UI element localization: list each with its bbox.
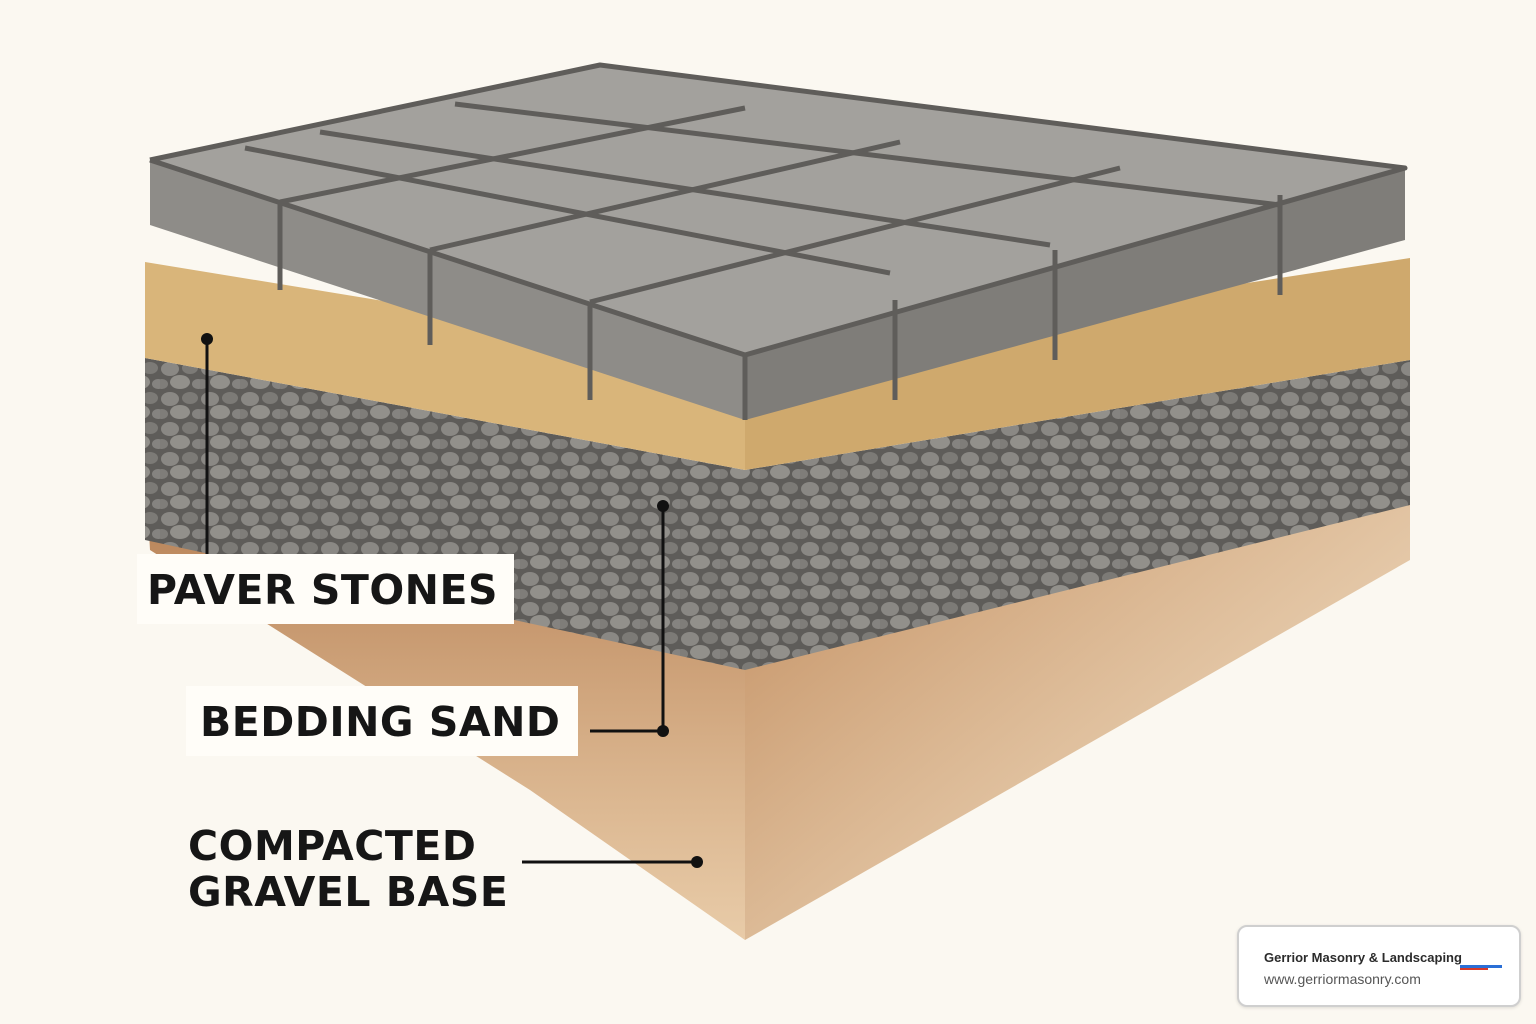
paver-layer	[149, 62, 1408, 420]
brand-card: Gerrior Masonry & Landscaping www.gerrio…	[1237, 925, 1521, 1007]
compacted-gravel-base-label: COMPACTED GRAVEL BASE	[176, 818, 524, 922]
paver-leader-dot	[201, 333, 213, 345]
sand-leader-dot	[657, 500, 669, 512]
gerrior-logo-icon	[1460, 965, 1502, 970]
gravel-layer	[145, 358, 1410, 670]
sand-layer	[145, 258, 1410, 470]
base-leader-dot	[691, 856, 703, 868]
compacted-label-line2: GRAVEL BASE	[188, 867, 509, 916]
paver-stones-label: PAVER STONES	[137, 554, 515, 624]
compacted-label-line1: COMPACTED	[188, 822, 477, 870]
bedding-sand-label: BEDDING SAND	[186, 686, 579, 756]
sand-leader-end-dot	[657, 725, 669, 737]
brand-name: Gerrior Masonry & Landscaping	[1264, 950, 1462, 965]
brand-url[interactable]: www.gerriormasonry.com	[1264, 971, 1421, 987]
